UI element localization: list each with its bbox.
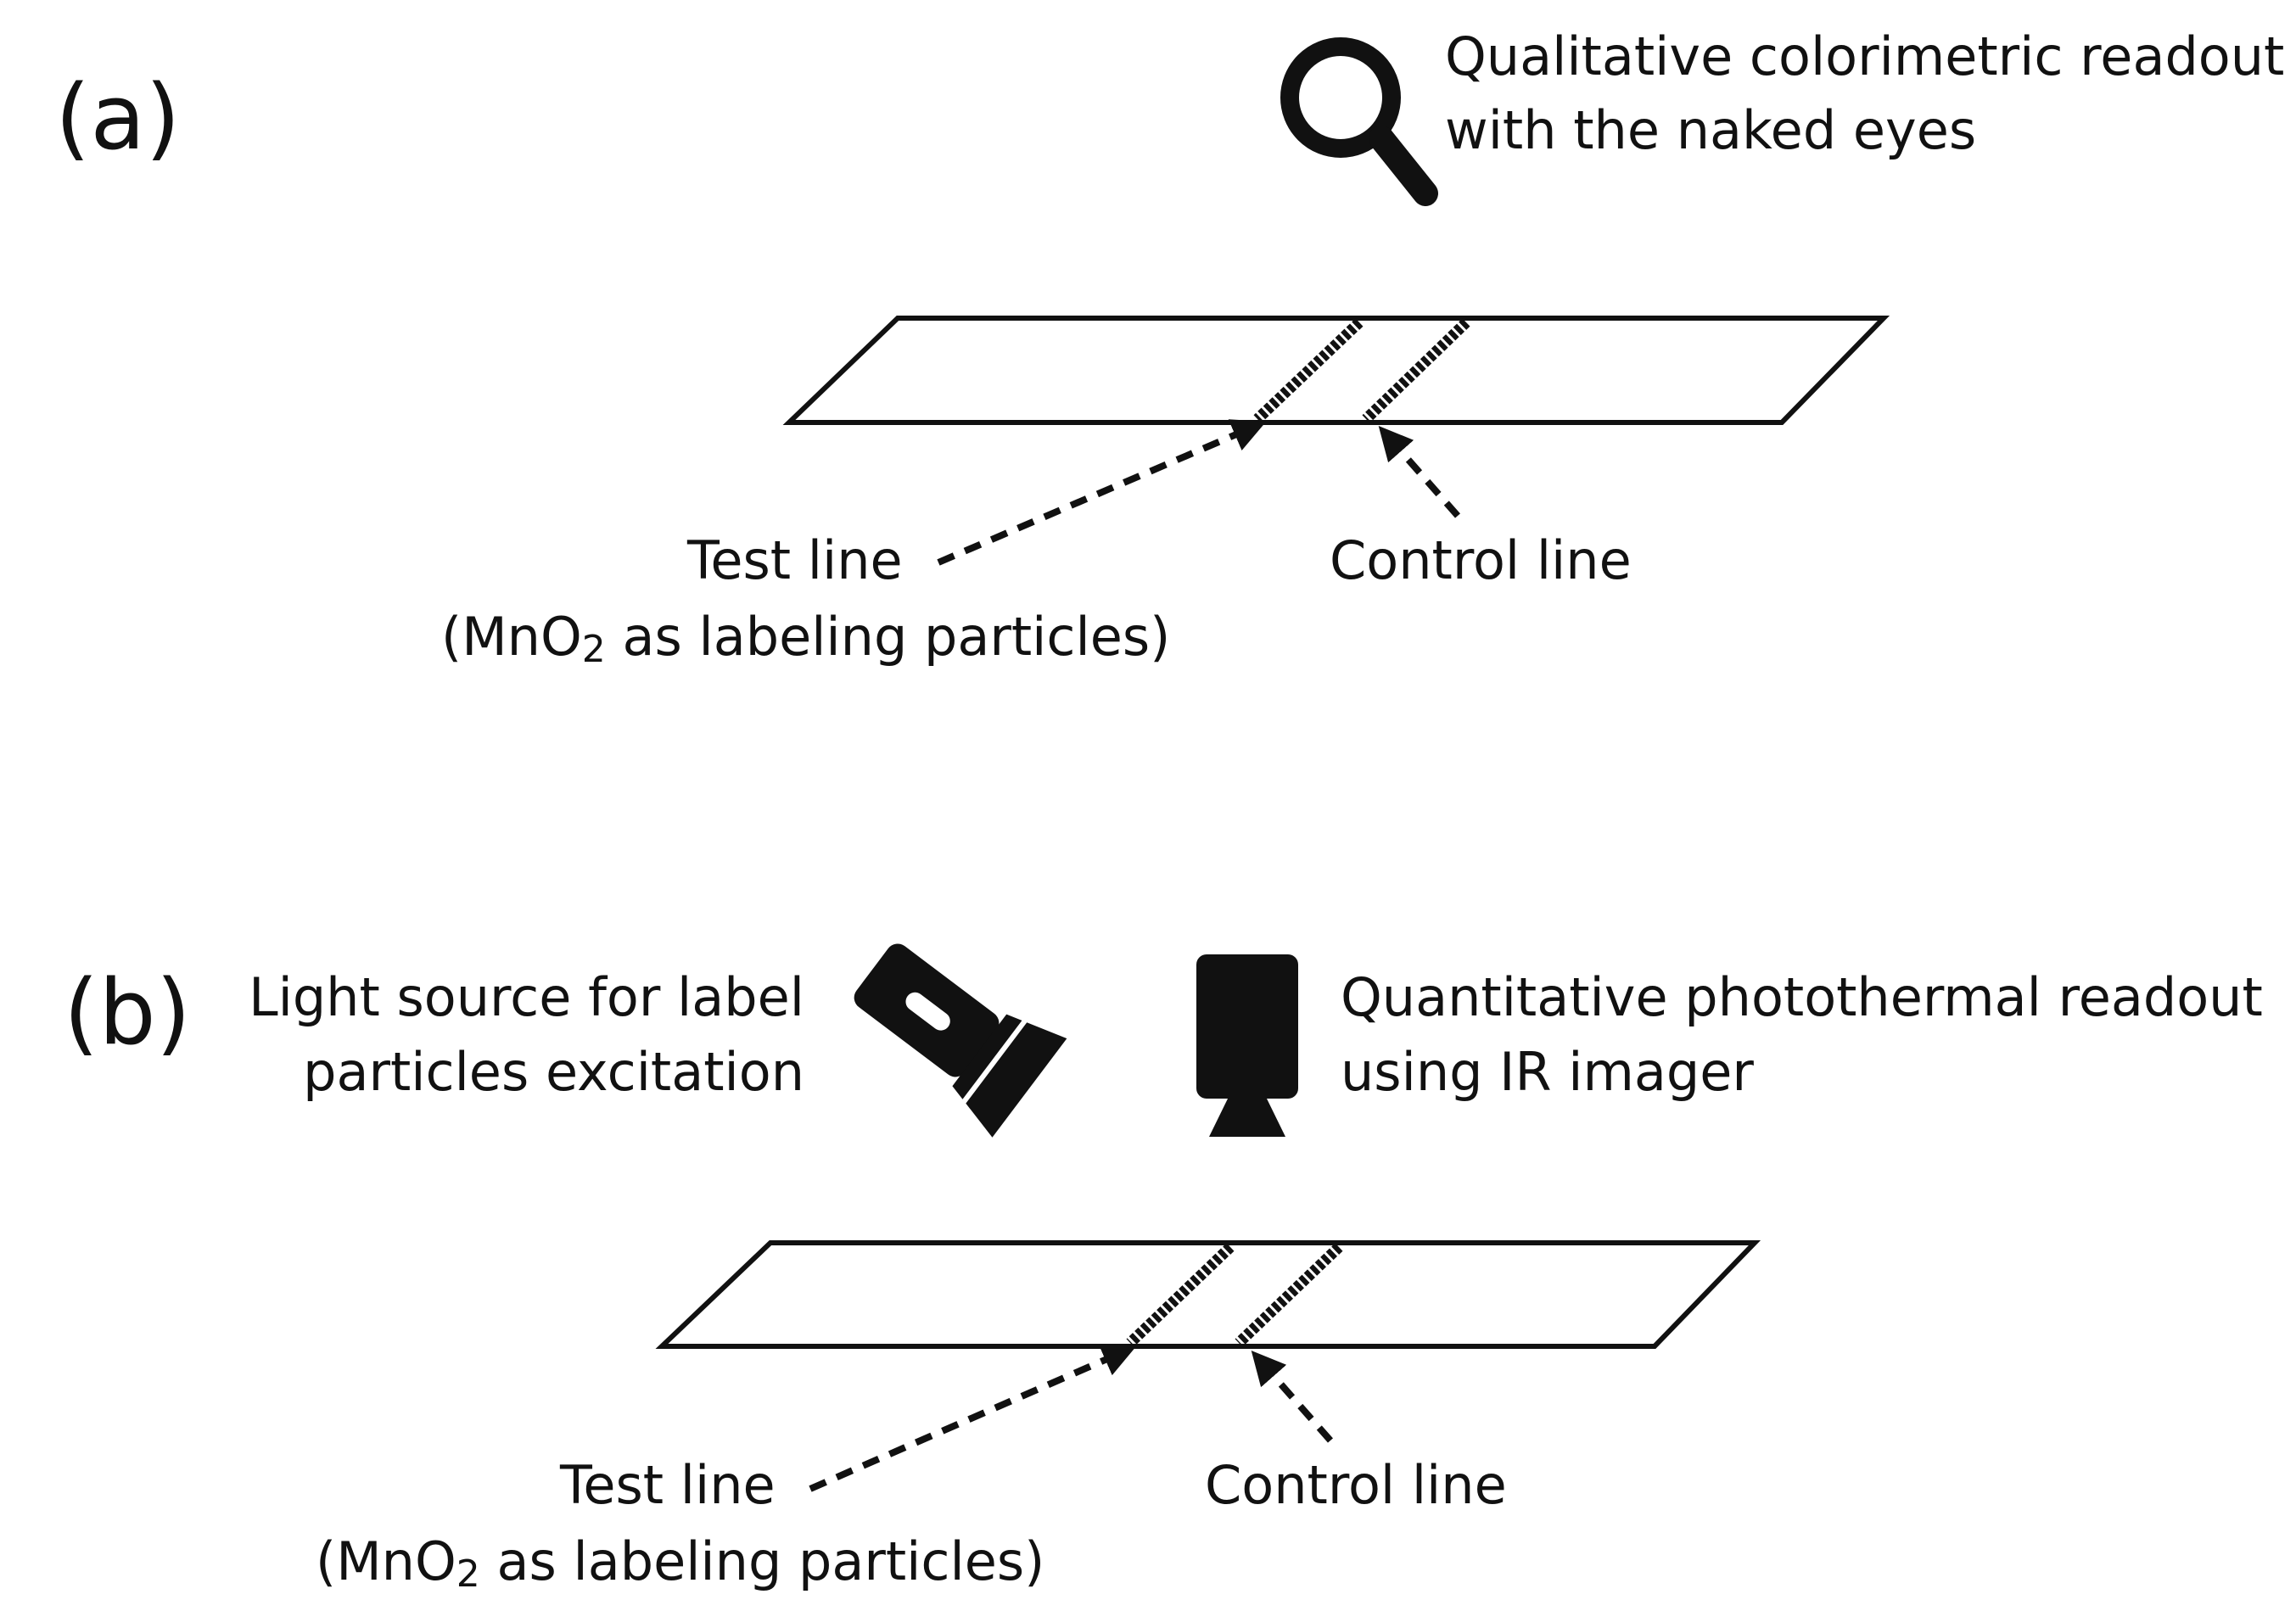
panel-b-letter: (b) [64,960,191,1065]
panel-b-test-line-label: Test line [559,1454,776,1516]
panel-b-test-band [1126,1243,1235,1347]
panel-a-test-strip [782,316,1890,425]
panel-b-light-source-line1: Light source for label [249,966,804,1028]
panel-a-test-line-label: Test line [686,529,903,591]
panel-a-test-band [1253,318,1364,423]
panel-a-control-arrow [1378,425,1461,518]
flashlight-icon [854,943,1067,1138]
panel-b-test-strip [655,1240,1761,1349]
panel-b-readout-line1: Quantitative photothermal readout [1341,966,2263,1028]
panel-b-control-line-label: Control line [1205,1454,1507,1516]
magnifier-icon [1280,37,1438,206]
panel-a-test-line-sublabel: (MnO2 as labeling particles) [441,606,1170,671]
panel-a-readout-line2: with the naked eyes [1445,99,1976,161]
panel-a: (a) Qualitative colorimetric readout wit… [55,25,2284,671]
panel-b-control-band [1235,1243,1343,1347]
panel-a-letter: (a) [55,65,181,170]
panel-a-control-band [1362,318,1470,423]
panel-a-readout-line1: Qualitative colorimetric readout [1445,25,2284,87]
panel-a-test-arrow [937,419,1267,566]
ir-camera-icon [1196,954,1298,1137]
panel-a-control-line-label: Control line [1330,529,1632,591]
panel-b: (b) Light source for label particles exc… [64,943,2263,1596]
panel-b-test-line-sublabel: (MnO2 as labeling particles) [316,1530,1044,1596]
panel-b-readout-line2: using IR imager [1341,1041,1754,1103]
panel-b-control-arrow [1251,1350,1334,1443]
panel-b-test-arrow [809,1344,1137,1492]
panel-b-light-source-line2: particles excitation [303,1041,804,1103]
